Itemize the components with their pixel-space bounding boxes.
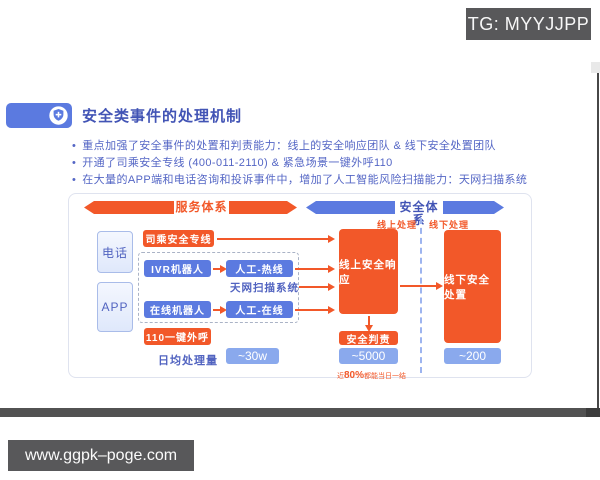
site-watermark: www.ggpk–poge.com (8, 440, 194, 471)
node-online-response: 线上安全响应 (339, 229, 398, 314)
daily-volume-label: 日均处理量 (158, 355, 218, 367)
shield-plus-icon (49, 106, 68, 125)
page-title: 安全类事件的处理机制 (82, 108, 243, 125)
arrow-online-to-offline (400, 282, 443, 290)
bullet-dot: • (72, 174, 77, 186)
node-driver-passenger-hotline: 司乘安全专线 (143, 230, 214, 247)
scrollbar-thumb[interactable] (597, 73, 599, 408)
arrow-manual-hotline-to-response (295, 265, 335, 273)
service-system-arrow-left (84, 201, 174, 214)
arrow-manual-online-to-response (295, 306, 335, 314)
node-online-bot: 在线机器人 (144, 301, 211, 318)
node-manual-online: 人工-在线 (226, 301, 293, 318)
arrow-hotline-to-response (217, 235, 335, 243)
bullet-item: • 开通了司乘安全专线 (400-011-2110) & 紧急场景一键外呼110 (72, 155, 552, 172)
bullet-item: • 重点加强了安全事件的处置和判责能力：线上的安全响应团队 & 线下安全处置团队 (72, 138, 552, 155)
bullet-item: • 在大量的APP端和电话咨询和投诉事件中，增加了人工智能风险扫描能力：天网扫描… (72, 172, 552, 189)
scrollbar-track-top[interactable] (591, 62, 600, 73)
arrow-skynet-to-response (299, 283, 335, 291)
node-manual-hotline: 人工-热线 (226, 260, 293, 277)
bottom-divider-bar-end (586, 408, 600, 417)
note-suffix: 都能当日一结 (364, 373, 407, 380)
channel-phone: 电话 (97, 231, 133, 273)
arrow-ivr-to-manual (213, 265, 227, 273)
offline-zone-label: 线下处理 (429, 220, 470, 230)
bullet-dot: • (72, 157, 77, 169)
stat-offline-volume: ~200 (444, 348, 501, 364)
online-offline-divider (420, 218, 422, 373)
skynet-scan-label: 天网扫描系统 (230, 282, 299, 294)
bullet-list: • 重点加强了安全事件的处置和判责能力：线上的安全响应团队 & 线下安全处置团队… (72, 138, 552, 189)
arrow-bot-to-manual-online (213, 306, 227, 314)
bullet-dot: • (72, 140, 77, 152)
bullet-text: 开通了司乘安全专线 (400-011-2110) & 紧急场景一键外呼110 (82, 157, 393, 169)
node-110-dial: 110一键外呼 (144, 328, 211, 345)
bot-manual-group (138, 252, 299, 323)
process-diagram: 服务体系 安全体系 线上处理 线下处理 电话 APP 司乘安全专线 IVR机器人… (68, 193, 532, 381)
service-system-arrow-right (229, 201, 297, 214)
title-accent-bar (6, 103, 72, 128)
channel-app: APP (97, 282, 133, 332)
service-system-label: 服务体系 (175, 200, 228, 214)
security-system-arrow-right (443, 201, 504, 214)
note-prefix: 近 (337, 373, 344, 380)
node-offline-handling: 线下安全处置 (444, 230, 501, 343)
security-system-arrow-left (306, 201, 395, 214)
stat-daily-volume: ~30w (226, 348, 279, 364)
arrow-response-to-judgment (365, 316, 373, 332)
note-percentage: 80% (344, 370, 365, 381)
bullet-text: 重点加强了安全事件的处置和判责能力：线上的安全响应团队 & 线下安全处置团队 (82, 140, 496, 152)
bottom-divider-bar (0, 408, 600, 417)
online-zone-label: 线上处理 (377, 220, 418, 230)
node-safety-judgment: 安全判责 (339, 331, 398, 346)
bullet-text: 在大量的APP端和电话咨询和投诉事件中，增加了人工智能风险扫描能力：天网扫描系统 (82, 174, 528, 186)
node-ivr-bot: IVR机器人 (144, 260, 211, 277)
tg-watermark-badge: TG: MYYJJPP (466, 8, 591, 40)
stat-online-volume: ~5000 (339, 348, 398, 364)
online-volume-note: 近80%都能当日一结 (337, 365, 406, 383)
